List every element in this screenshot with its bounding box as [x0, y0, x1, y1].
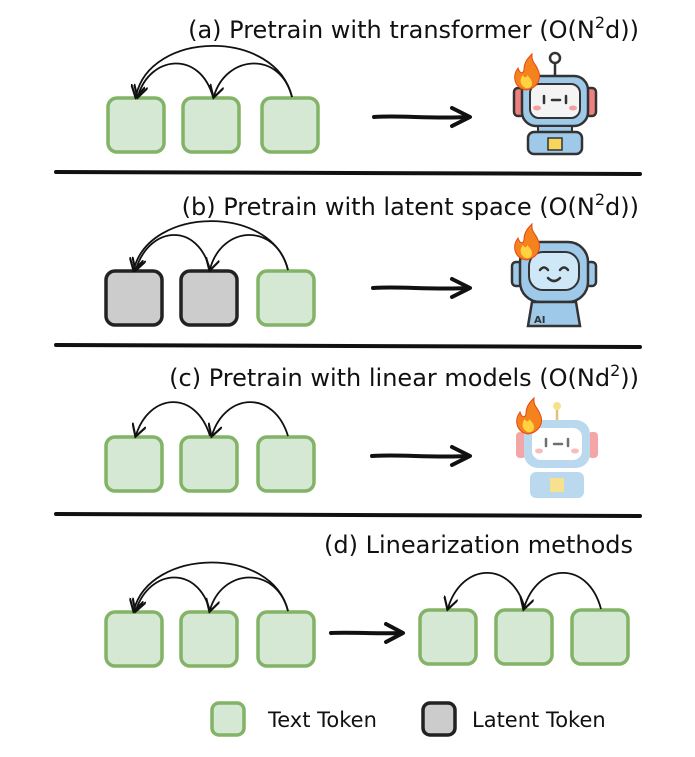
divider: [54, 170, 642, 176]
arrow: [370, 453, 470, 459]
panel-d: (d) Linearization methods: [104, 531, 633, 668]
attention-arc: [210, 234, 289, 270]
robot-icon: AI: [510, 223, 598, 328]
arrow-head: [450, 277, 472, 299]
arrow: [372, 114, 470, 120]
attention-arc: [210, 576, 289, 611]
arrow-head: [450, 445, 472, 467]
text-token: [181, 96, 241, 154]
svg-text:AI: AI: [534, 315, 545, 326]
latent-token: [104, 269, 164, 327]
text-token: [104, 435, 164, 493]
latent-token: [179, 269, 239, 327]
divider: [54, 512, 642, 518]
attention-arc: [136, 401, 211, 436]
attention-arc: [136, 234, 211, 270]
legend-text-token-label: Text Token: [267, 708, 377, 732]
panel-b-title: (b) Pretrain with latent space (O(N2d)): [182, 190, 639, 221]
attention-arc: [138, 62, 214, 97]
panel-b: (b) Pretrain with latent space (O(N2d)) …: [54, 190, 642, 349]
legend: Text Token Latent Token: [210, 701, 606, 737]
fire-icon: [514, 53, 540, 91]
divider: [54, 343, 642, 349]
attention-arc: [134, 220, 289, 270]
fire-icon: [516, 397, 542, 435]
legend-text-token-swatch: [210, 701, 246, 737]
robot-icon: [516, 402, 598, 498]
text-token: [256, 435, 316, 493]
text-token: [106, 96, 166, 154]
attention-arc: [134, 561, 289, 611]
legend-latent-token-swatch: [421, 701, 457, 737]
attention-arc: [136, 45, 293, 97]
attention-arc: [212, 401, 289, 436]
text-token: [179, 435, 239, 493]
panel-a-title: (a) Pretrain with transformer (O(N2d)): [188, 13, 639, 44]
arrow: [329, 630, 402, 636]
text-token: [179, 610, 239, 668]
text-token: [418, 608, 478, 666]
arrow-head: [450, 106, 472, 128]
attention-arc: [136, 576, 211, 611]
arrow: [371, 285, 470, 291]
text-token: [256, 610, 316, 668]
text-token: [570, 608, 630, 666]
attention-arc: [214, 62, 293, 97]
text-token: [494, 608, 554, 666]
text-token: [260, 96, 320, 154]
text-token: [104, 610, 164, 668]
panel-c-title: (c) Pretrain with linear models (O(Nd2)): [169, 361, 639, 392]
panel-d-title: (d) Linearization methods: [324, 531, 633, 559]
arrow-head: [384, 622, 405, 644]
panel-a: (a) Pretrain with transformer (O(N2d)): [54, 13, 642, 176]
text-token: [256, 269, 316, 327]
robot-icon: [512, 51, 598, 156]
legend-latent-token-label: Latent Token: [472, 708, 606, 732]
attention-arc: [448, 572, 526, 609]
fire-icon: [514, 223, 540, 261]
panel-c: (c) Pretrain with linear models (O(Nd2)): [54, 361, 642, 518]
attention-arc: [524, 572, 602, 609]
